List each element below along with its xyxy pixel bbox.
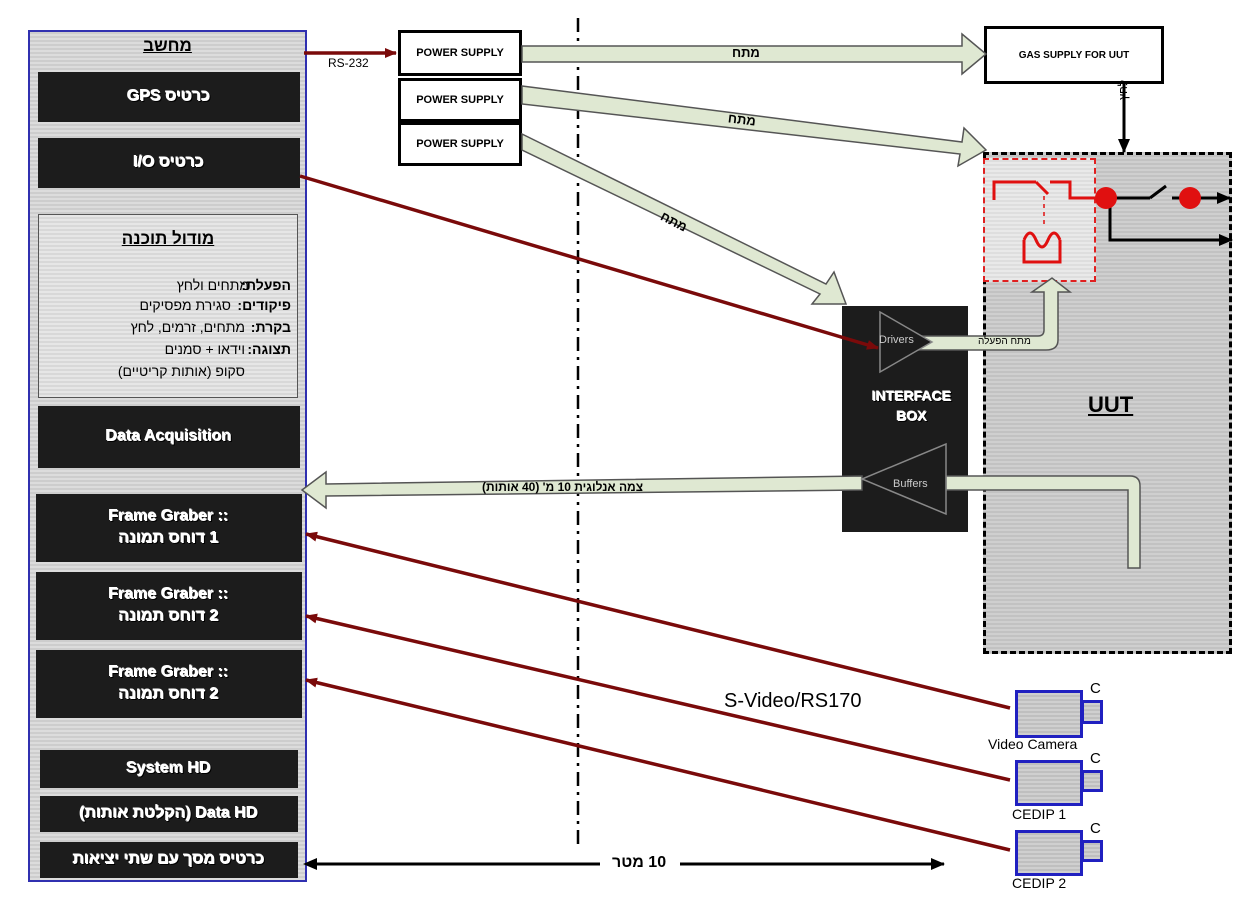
system-hd[interactable]: System HD	[40, 750, 298, 788]
frame-grabber-3[interactable]: Frame Graber :: 2 דוחס תמונה	[36, 650, 302, 718]
power-supply-1[interactable]: POWER SUPPLY	[398, 30, 522, 76]
software-row-value: סקופ (אותות קריטיים)	[117, 363, 245, 379]
drivers-label: Drivers	[879, 334, 914, 346]
video-cable-2	[305, 613, 1011, 782]
frame-grabber-1[interactable]: Frame Graber :: 1 דוחס תמונה	[36, 494, 302, 562]
voltage-arrow-2	[521, 85, 988, 168]
software-row-value: מתחים, זרמים, לחץ	[130, 319, 245, 335]
data-hd[interactable]: Data HD (הקלטת אותות)	[40, 796, 298, 832]
analog-harness-arrow	[300, 470, 863, 510]
camera-name: CEDIP 2	[1012, 875, 1067, 891]
io-cable	[299, 174, 879, 350]
camera-name: Video Camera	[988, 736, 1078, 752]
camera-body[interactable]	[1015, 690, 1083, 738]
camera-lens-icon	[1081, 700, 1103, 724]
activation-voltage-label: מתח הפעלה	[978, 336, 1031, 347]
software-row-value: סגירת מפסיקים	[139, 297, 231, 313]
io-card[interactable]: כרטיס I/O	[38, 138, 300, 188]
software-row-key: בקרת:	[250, 319, 291, 335]
camera-name: CEDIP 1	[1012, 806, 1067, 822]
relay-contact-2	[1179, 187, 1201, 209]
frame-grabber-sub: 1 דוחס תמונה	[119, 530, 219, 547]
frame-grabber-label: Frame Graber ::	[108, 586, 230, 603]
camera-lens-icon	[1081, 770, 1103, 792]
voltage-arrow-1	[521, 32, 988, 76]
camera-body[interactable]	[1015, 760, 1083, 806]
power-supply-2[interactable]: POWER SUPPLY	[398, 78, 522, 122]
buffers-input-arrow	[945, 475, 1141, 569]
software-row-value: וידאו + סמנים	[164, 341, 245, 357]
rs232-label: RS-232	[328, 56, 369, 70]
software-module-title: מודול תוכנה	[121, 229, 215, 248]
frame-grabber-label: Frame Graber ::	[108, 508, 230, 525]
frame-grabber-sub: 2 דוחס תמונה	[119, 686, 219, 703]
software-row-key: פיקודים:	[237, 297, 291, 313]
camera-lens-icon	[1081, 840, 1103, 862]
gps-card[interactable]: כרטיס GPS	[38, 72, 300, 122]
relay-circuit	[992, 180, 1104, 264]
power-supply-3[interactable]: POWER SUPPLY	[398, 122, 522, 166]
software-module: מודול תוכנה מתחים ולחץ הפעלת: סגירת מפסי…	[38, 214, 298, 398]
video-cable-1	[305, 531, 1011, 710]
driver-triangle	[879, 310, 934, 374]
interface-box-title-line2: BOX	[896, 408, 928, 424]
software-row-value: מתחים ולחץ	[176, 277, 249, 293]
buffer-triangle	[860, 442, 947, 516]
interface-box-title-line1: INTERFACE	[872, 388, 952, 404]
voltage-label-2: מתח	[727, 110, 757, 129]
software-row-key: תצוגה:	[247, 341, 291, 357]
analog-harness-label: צמה אנלוגית 10 מ' (40 אותות)	[482, 480, 644, 494]
voltage-arrow-3	[521, 132, 848, 305]
camera-badge: C	[1090, 750, 1101, 767]
video-link-label: S-Video/RS170	[724, 690, 862, 712]
display-card[interactable]: כרטיס מסך עם שתי יציאות	[40, 842, 298, 878]
data-acquisition-card[interactable]: Data Acquisition	[38, 406, 300, 468]
gas-line-label: לחץ	[1116, 79, 1130, 100]
video-cable-3	[305, 677, 1011, 852]
frame-grabber-sub: 2 דוחס תמונה	[119, 608, 219, 625]
software-row-key: הפעלת:	[241, 277, 291, 293]
relay-contact-1	[1095, 187, 1117, 209]
frame-grabber-2[interactable]: Frame Graber :: 2 דוחס תמונה	[36, 572, 302, 640]
computer-title: מחשב	[143, 36, 192, 55]
interface-box-title: INTERFACE BOX	[855, 386, 969, 426]
buffers-label: Buffers	[893, 478, 928, 490]
camera-badge: C	[1090, 680, 1101, 697]
frame-grabber-label: Frame Graber ::	[108, 664, 230, 681]
gas-supply[interactable]: GAS SUPPLY FOR UUT	[984, 26, 1164, 84]
camera-badge: C	[1090, 820, 1101, 837]
distance-label: 10 מטר	[612, 854, 667, 871]
uut-label: UUT	[1088, 392, 1134, 417]
voltage-label-1: מתח	[732, 45, 760, 60]
distance-label-bg	[600, 852, 680, 876]
